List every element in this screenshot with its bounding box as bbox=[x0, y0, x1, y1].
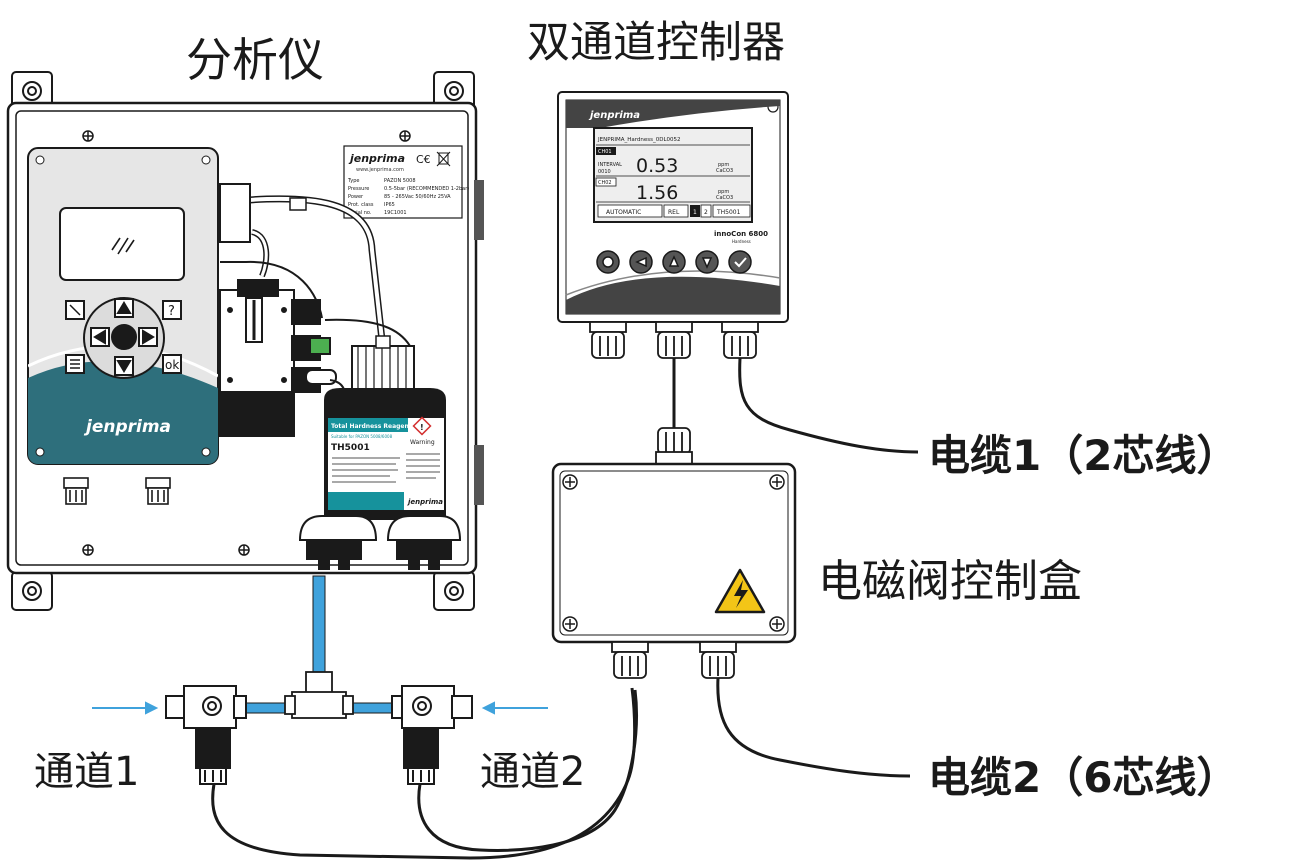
controller-model-sub: Hardness bbox=[732, 239, 751, 244]
label-channel-1: 通道1 bbox=[34, 749, 139, 795]
lcd-interval-value: 0010 bbox=[598, 169, 611, 175]
enclosure-screws bbox=[82, 130, 411, 556]
solenoid-valve-1 bbox=[165, 685, 247, 785]
lcd-rel2: 2 bbox=[704, 209, 708, 216]
inlet-arrow-1-icon bbox=[92, 701, 159, 715]
nameplate-website: www.jenprima.com bbox=[356, 167, 404, 173]
cable-1 bbox=[738, 357, 919, 454]
nameplate-key: Serial no. bbox=[348, 210, 372, 216]
nameplate-value: IP65 bbox=[384, 202, 395, 208]
key-ok[interactable] bbox=[162, 354, 182, 374]
controller-buttons bbox=[596, 250, 752, 274]
svg-text:!: ! bbox=[420, 423, 424, 432]
pump-block bbox=[219, 279, 346, 437]
lcd-ch2-tag: CH02 bbox=[598, 180, 612, 186]
analyzer-lcd bbox=[59, 207, 185, 281]
high-voltage-warning-icon bbox=[714, 568, 766, 614]
label-controller: 双通道控制器 bbox=[527, 18, 785, 68]
lcd-interval-label: INTERVAL bbox=[598, 162, 622, 168]
nameplate: jenprima C€ www.jenprima.com Type PAZON 5… bbox=[343, 145, 469, 219]
dual-channel-controller: jenprima JENPRIMA_Hardness_0DL0052 CH01 … bbox=[557, 91, 789, 359]
reagent-brand: jenprima bbox=[407, 498, 443, 506]
nameplate-key: Prot. class bbox=[348, 202, 374, 208]
lcd-unit2-bot: CaCO3 bbox=[716, 195, 733, 201]
lcd-unit1-bot: CaCO3 bbox=[716, 168, 733, 174]
nameplate-value: PAZON 5008 bbox=[384, 178, 416, 184]
reagent-title: Total Hardness Reagent bbox=[331, 423, 412, 430]
lcd-value-ch2: 1.56 bbox=[636, 182, 678, 204]
ce-mark: C€ bbox=[416, 153, 431, 166]
label-analyzer: 分析仪 bbox=[186, 33, 324, 87]
key-help-label: ? bbox=[168, 304, 175, 319]
controller-brand: jenprima bbox=[588, 110, 640, 121]
weee-icon bbox=[436, 151, 451, 167]
controller-enter-button[interactable] bbox=[728, 250, 752, 274]
reagent-code: TH5001 bbox=[331, 443, 370, 453]
lcd-rel1: 1 bbox=[693, 209, 697, 216]
nameplate-value: 19C1001 bbox=[384, 210, 407, 216]
label-cable-1: 电缆1（2芯线） bbox=[928, 431, 1238, 480]
label-channel-2: 通道2 bbox=[480, 749, 585, 795]
label-valve-box: 电磁阀控制盒 bbox=[818, 556, 1082, 607]
controller-model: innoCon 6800 bbox=[714, 230, 768, 238]
lcd-unit1-top: ppm bbox=[718, 162, 729, 168]
cable-2 bbox=[716, 677, 911, 778]
lcd-mode: AUTOMATIC bbox=[606, 209, 641, 216]
reagent-subtitle: Suitable for PAZON 5008/6008 bbox=[331, 434, 393, 439]
lcd-header: JENPRIMA_Hardness_0DL0052 bbox=[597, 137, 681, 143]
label-cable-2: 电缆2（6芯线） bbox=[928, 753, 1238, 802]
analyzer-keypad: ? ok bbox=[65, 297, 182, 379]
nameplate-value: 0.5-5bar (RECOMMENDED 1-2bar) bbox=[384, 186, 469, 192]
analyzer-brand: jenprima bbox=[83, 417, 171, 437]
nameplate-brand: jenprima bbox=[348, 152, 405, 165]
inlet-arrow-2-icon bbox=[481, 701, 548, 715]
lcd-unit2-top: ppm bbox=[718, 189, 729, 195]
nameplate-key: Pressure bbox=[348, 186, 369, 192]
analyzer-unit: jenprima C€ www.jenprima.com Type PAZON 5… bbox=[6, 71, 484, 611]
tee-fitting bbox=[284, 671, 354, 719]
analyzer-glands bbox=[63, 477, 171, 505]
nameplate-key: Type bbox=[347, 178, 359, 184]
reagent-bottle: Total Hardness Reagent Suitable for PAZO… bbox=[298, 335, 462, 570]
reagent-warning: Warning bbox=[410, 439, 435, 446]
lcd-product: TH5001 bbox=[716, 209, 741, 216]
lcd-ch1-tag: CH01 bbox=[598, 149, 612, 155]
lcd-rel: REL bbox=[668, 209, 680, 216]
nameplate-value: 85 - 265Vac 50/60Hz 25VA bbox=[384, 194, 451, 200]
water-pipes bbox=[239, 575, 399, 719]
lcd-value-ch1: 0.53 bbox=[636, 155, 678, 177]
hazard-diamond-icon: ! bbox=[412, 416, 432, 436]
key-center[interactable] bbox=[111, 324, 137, 350]
valve-cables bbox=[211, 687, 638, 860]
key-ok-label: ok bbox=[165, 358, 179, 372]
nameplate-key: Power bbox=[348, 194, 364, 200]
controller-glands bbox=[589, 321, 759, 359]
key-help[interactable] bbox=[162, 300, 182, 320]
valve-control-box bbox=[551, 427, 797, 679]
mounting-ears bbox=[11, 71, 475, 611]
solenoid-valve-2 bbox=[391, 685, 473, 785]
